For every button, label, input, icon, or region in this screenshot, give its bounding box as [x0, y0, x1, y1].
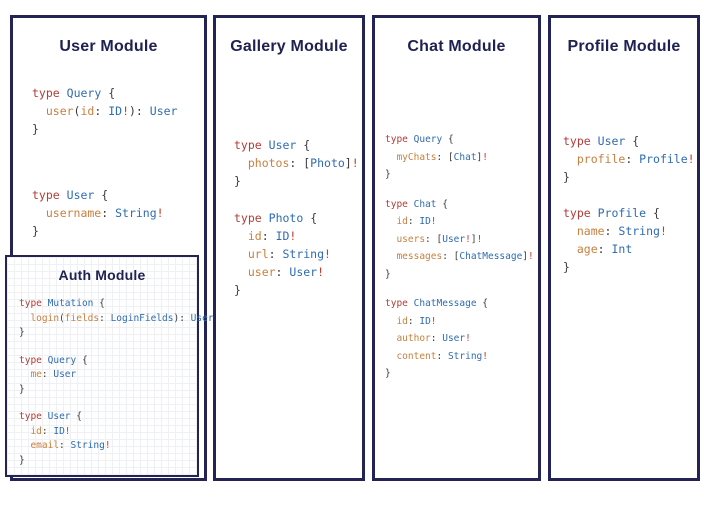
panel-title-profile-module: Profile Module — [567, 38, 681, 55]
code-line: user(id: ID!): User — [32, 104, 178, 118]
code-block: type Chat { id: ID! users: [User!]! mess… — [385, 196, 538, 284]
code-area-profile-module: type User { profile: Profile!}type Profi… — [551, 132, 697, 276]
code-line: login(fields: LoginFields): User — [19, 312, 214, 324]
code-line: profile: Profile! — [563, 152, 695, 166]
code-line: type Query { — [385, 134, 454, 145]
code-line: id: ID! — [19, 425, 71, 437]
code-line: } — [19, 454, 25, 466]
panel-profile-module: Profile Module type User { profile: Prof… — [548, 15, 700, 481]
code-area-chat-module: type Query { myChats: [Chat]!}type Chat … — [375, 131, 538, 383]
code-block: type User { username: String!} — [32, 186, 204, 240]
code-line: users: [User!]! — [385, 233, 483, 245]
code-line: photos: [Photo]! — [234, 156, 359, 170]
code-block: type Photo { id: ID! url: String! user: … — [234, 209, 362, 299]
code-line: } — [32, 122, 39, 136]
code-line: } — [563, 170, 570, 184]
code-line: } — [385, 268, 391, 280]
panel-title-auth-module: Auth Module — [58, 267, 146, 283]
code-line: } — [563, 260, 570, 274]
code-line: type Photo { — [234, 211, 318, 225]
code-line: user: User! — [234, 265, 325, 279]
code-block: type Query { me: User} — [19, 354, 197, 398]
code-line: content: String! — [385, 350, 488, 362]
code-line: type Chat { — [385, 198, 448, 210]
code-line: myChats: [Chat]! — [385, 151, 489, 163]
code-line: } — [385, 368, 391, 379]
code-line: id: ID! — [385, 315, 437, 327]
code-block: type Query { myChats: [Chat]!} — [385, 131, 538, 184]
code-line: type Query { — [19, 354, 88, 366]
code-line: email: String! — [19, 440, 111, 451]
code-block: type User { photos: [Photo]!} — [234, 136, 362, 190]
code-line: author: User! — [385, 333, 471, 344]
panel-title-gallery-module: Gallery Module — [230, 38, 348, 55]
code-line: url: String! — [234, 247, 331, 261]
code-line: type Mutation { — [19, 298, 105, 309]
code-line: id: ID! — [234, 229, 297, 243]
code-line: } — [234, 283, 241, 297]
code-block: type Mutation { login(fields: LoginField… — [19, 297, 214, 341]
code-line: type User { — [19, 411, 82, 422]
code-block: type Query { user(id: ID!): User} — [32, 84, 204, 138]
code-line: id: ID! — [385, 216, 437, 227]
code-area-auth-module: type Mutation { login(fields: LoginField… — [7, 297, 214, 468]
code-line: name: String! — [563, 224, 667, 238]
code-block: type User { id: ID! email: String!} — [19, 410, 197, 468]
panel-title-chat-module: Chat Module — [407, 38, 506, 55]
code-area-gallery-module: type User { photos: [Photo]!}type Photo … — [216, 136, 362, 299]
code-block: type User { profile: Profile!} — [563, 132, 697, 186]
panel-auth-module: Auth Module type Mutation { login(fields… — [5, 255, 214, 477]
code-line: } — [19, 383, 25, 395]
code-line: type User { — [32, 188, 109, 202]
code-block: type ChatMessage { id: ID! author: User!… — [385, 295, 538, 383]
code-line: type Query { — [32, 86, 116, 100]
code-line: type User { — [563, 134, 640, 148]
code-line: } — [385, 169, 391, 180]
panel-chat-module: Chat Module type Query { myChats: [Chat]… — [372, 15, 541, 481]
panel-gallery-module: Gallery Module type User { photos: [Phot… — [213, 15, 365, 481]
code-line: messages: [ChatMessage]! — [385, 251, 534, 262]
code-line: type Profile { — [563, 206, 660, 220]
code-line: username: String! — [32, 206, 164, 220]
code-block: type Profile { name: String! age: Int} — [563, 204, 697, 276]
panel-title-user-module: User Module — [59, 38, 158, 55]
code-line: type ChatMessage { — [385, 298, 488, 309]
code-line: } — [19, 327, 25, 338]
code-line: age: Int — [563, 242, 633, 256]
code-line: me: User — [19, 369, 77, 380]
code-line: type User { — [234, 138, 311, 152]
code-line: } — [32, 224, 39, 238]
code-line: } — [234, 174, 241, 188]
code-area-user-module: type Query { user(id: ID!): User}type Us… — [13, 84, 204, 240]
